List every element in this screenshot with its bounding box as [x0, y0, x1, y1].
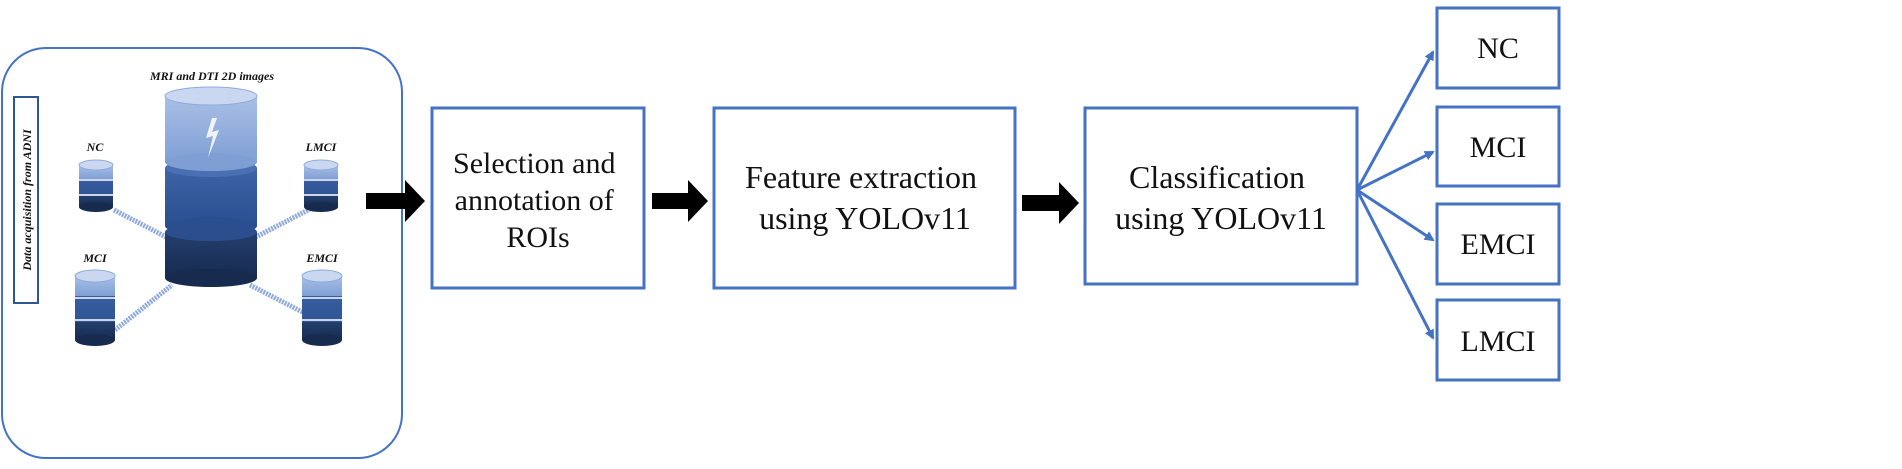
data-acquisition-panel: Data acquisition from ADNI MRI and DTI 2…: [1, 47, 403, 459]
step1-line3: ROIs: [506, 221, 569, 254]
output-class-lmci: LMCI: [1435, 298, 1561, 382]
step-selection-annotation-box: Selection and annotation of ROIs: [430, 106, 646, 290]
step2-line1: Feature extraction: [745, 159, 977, 195]
db-label-mci: MCI: [82, 251, 108, 265]
step1-line1: Selection and: [453, 147, 615, 180]
arrow-right-icon: [652, 180, 708, 222]
acquisition-vertical-label: Data acquisition from ADNI: [20, 128, 34, 272]
output-label-emci: EMCI: [1461, 228, 1536, 261]
output-arrows: [1355, 50, 1435, 340]
output-label-lmci: LMCI: [1461, 325, 1536, 358]
step2-line2: using YOLOv11: [759, 200, 971, 236]
step3-line2: using YOLOv11: [1115, 200, 1327, 236]
acquisition-label-box: [13, 96, 39, 304]
svg-text:Selection and annotation: Selection and annotation of ROIs: [453, 147, 623, 254]
database-icon-nc: [78, 159, 114, 212]
db-label-nc: NC: [86, 140, 105, 154]
arrow-right-icon: [1022, 182, 1079, 224]
step-classification-box: Classification using YOLOv11: [1083, 106, 1359, 286]
output-class-mci: MCI: [1435, 105, 1561, 188]
output-class-nc: NC: [1435, 6, 1561, 90]
central-db-label: MRI and DTI 2D images: [149, 69, 274, 83]
output-class-emci: EMCI: [1435, 202, 1561, 286]
db-label-emci: EMCI: [305, 251, 339, 265]
svg-text:Feature extraction using: Feature extraction using YOLOv11: [745, 159, 985, 236]
database-icon-emci: [301, 269, 343, 346]
step3-line1: Classification: [1129, 159, 1305, 195]
central-database-icon: [164, 86, 258, 287]
database-icon-mci: [74, 269, 116, 346]
step-feature-extraction-box: Feature extraction using YOLOv11: [712, 106, 1017, 290]
db-label-lmci: LMCI: [305, 140, 338, 154]
database-icon-lmci: [303, 159, 339, 212]
output-label-nc: NC: [1477, 32, 1519, 65]
arrow-right-icon: [366, 180, 425, 222]
output-label-mci: MCI: [1470, 131, 1527, 164]
svg-text:Classification using YOL: Classification using YOLOv11: [1115, 159, 1327, 236]
step1-line2: annotation of: [455, 184, 614, 217]
